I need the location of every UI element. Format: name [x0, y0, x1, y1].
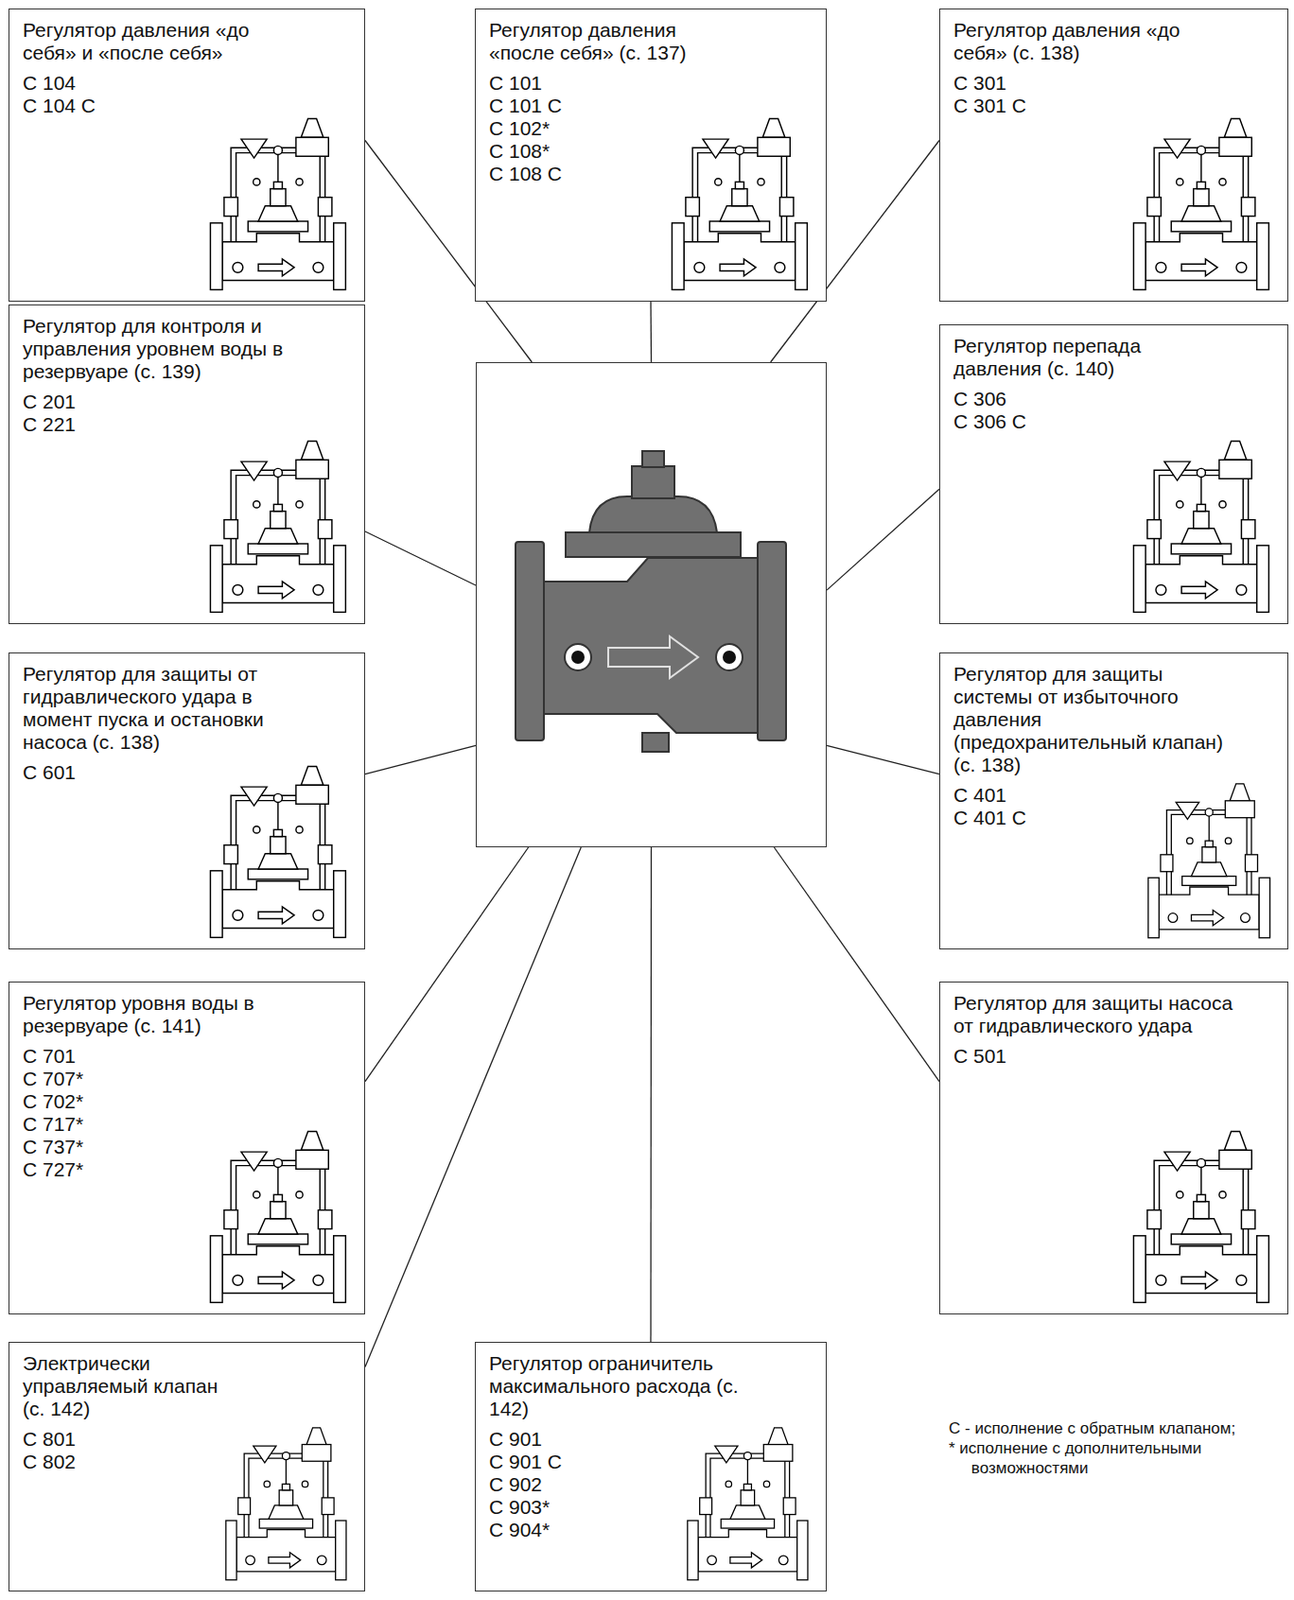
box-heading: Регулятор для защиты системы от избыточн…: [953, 663, 1238, 777]
model-code: С 903*: [489, 1496, 815, 1520]
valve-box: [475, 362, 827, 848]
model-code: С 901: [489, 1428, 815, 1452]
model-code: С 901 С: [489, 1451, 815, 1474]
model-code: С 201: [22, 390, 353, 414]
regulator-box: Регулятор давления «после себя» (с. 137)…: [474, 8, 827, 302]
model-code: С 802: [22, 1451, 353, 1474]
regulator-box: Регулятор для защиты системы от избыточн…: [939, 652, 1289, 950]
valve-schematic: [1128, 1126, 1275, 1307]
model-code: С 801: [22, 1428, 353, 1452]
valve-schematic: [205, 113, 351, 294]
model-code: С 104: [22, 71, 353, 95]
valve-symbol: [1134, 440, 1270, 613]
model-code: С 101 С: [489, 94, 815, 118]
valve-schematic: [1128, 113, 1275, 294]
model-code: С 108 С: [489, 162, 815, 186]
connector-line: [826, 489, 940, 591]
connector-line: [826, 745, 940, 774]
model-code: С 221: [22, 413, 353, 437]
valve-schematic: [666, 113, 813, 294]
valve-symbol: [210, 1131, 347, 1303]
model-code: С 301: [953, 71, 1277, 95]
connector-line: [365, 847, 529, 1083]
valve-symbol: [672, 118, 808, 290]
regulator-box: Регулятор для контроля и управления уров…: [8, 304, 366, 625]
model-code: С 737*: [22, 1136, 353, 1159]
model-code: С 401: [953, 784, 1277, 807]
valve-symbol: [210, 118, 347, 290]
box-heading: Регулятор для контроля и управления уров…: [22, 314, 350, 384]
regulator-box: Регулятор перепада давления (с. 140) С 30…: [939, 324, 1289, 625]
model-code: С 701: [22, 1045, 353, 1068]
regulator-box: Регулятор ограничитель максимального рас…: [474, 1342, 827, 1592]
box-heading: Регулятор уровня воды в резервуаре (с. 1…: [22, 992, 307, 1038]
model-code: С 306: [953, 387, 1277, 411]
model-code: С 702*: [22, 1090, 353, 1114]
box-heading: Электрически управляемый клапан (с. 142): [22, 1352, 241, 1421]
valve-schematic: [1143, 779, 1275, 942]
model-code: С 104 С: [22, 94, 353, 118]
valve-symbol: [1134, 118, 1270, 290]
valve-schematic: [1128, 436, 1275, 616]
box-heading: Регулятор ограничитель максимального рас…: [489, 1352, 783, 1421]
model-code: С 301 С: [953, 94, 1277, 118]
regulator-box: Регулятор давления «до себя» и «после се…: [8, 8, 366, 302]
model-code: С 717*: [22, 1113, 353, 1137]
box-heading: Регулятор для защиты насоса от гидравлич…: [953, 992, 1247, 1038]
regulator-box: Регулятор уровня воды в резервуаре (с. 1…: [8, 981, 366, 1315]
connector-line: [773, 847, 940, 1083]
model-code: С 401 С: [953, 806, 1277, 830]
valve-symbol: [687, 1428, 808, 1581]
model-code: С 102*: [489, 117, 815, 140]
model-code: С 727*: [22, 1158, 353, 1182]
valve-schematic: [205, 436, 351, 616]
model-code: С 101: [489, 71, 815, 95]
box-heading: Регулятор давления «до себя» (с. 138): [953, 18, 1200, 65]
valve-symbol: [1134, 1131, 1270, 1303]
model-code: С 501: [953, 1045, 1277, 1068]
regulator-box: Регулятор для защиты насоса от гидравлич…: [939, 981, 1289, 1315]
valve-schematic: [205, 1126, 351, 1307]
model-code: С 306 С: [953, 410, 1277, 434]
model-code: С 902: [489, 1473, 815, 1497]
valve-symbol: [1147, 784, 1270, 939]
regulator-box: Электрически управляемый клапан (с. 142)…: [8, 1342, 366, 1592]
box-heading: Регулятор давления «после себя» (с. 137): [489, 18, 735, 65]
box-heading: Регулятор перепада давления (с. 140): [953, 334, 1190, 381]
connector-line: [365, 745, 476, 774]
valve-schematic: [205, 761, 351, 942]
valve-schematic: [221, 1423, 351, 1584]
valve-symbol: [226, 1428, 347, 1581]
model-code: С 904*: [489, 1519, 815, 1542]
model-code: С 707*: [22, 1067, 353, 1091]
note-text: * исполнение с дополнительными возможнос…: [948, 1438, 1261, 1479]
regulator-box: Регулятор для защиты от гидравлического …: [8, 652, 366, 950]
model-code: С 601: [22, 761, 353, 785]
box-heading: Регулятор для защиты от гидравлического …: [22, 663, 307, 754]
legend-notes: С - исполнение с обратным клапаном;* исп…: [948, 1418, 1261, 1479]
connector-line: [365, 531, 476, 586]
connector-line: [365, 847, 581, 1367]
connector-line: [649, 301, 652, 363]
valve-schematic: [682, 1423, 813, 1584]
note-text: С - исполнение с обратным клапаном;: [948, 1418, 1261, 1439]
valve-symbol: [210, 766, 347, 938]
regulator-box: Регулятор давления «до себя» (с. 138) С 3…: [939, 8, 1289, 302]
box-heading: Регулятор давления «до себя» и «после се…: [22, 18, 269, 65]
model-code: С 108*: [489, 139, 815, 163]
valve-symbol: [210, 440, 347, 613]
valve-illustration: [475, 362, 827, 848]
connector-line: [649, 847, 652, 1343]
